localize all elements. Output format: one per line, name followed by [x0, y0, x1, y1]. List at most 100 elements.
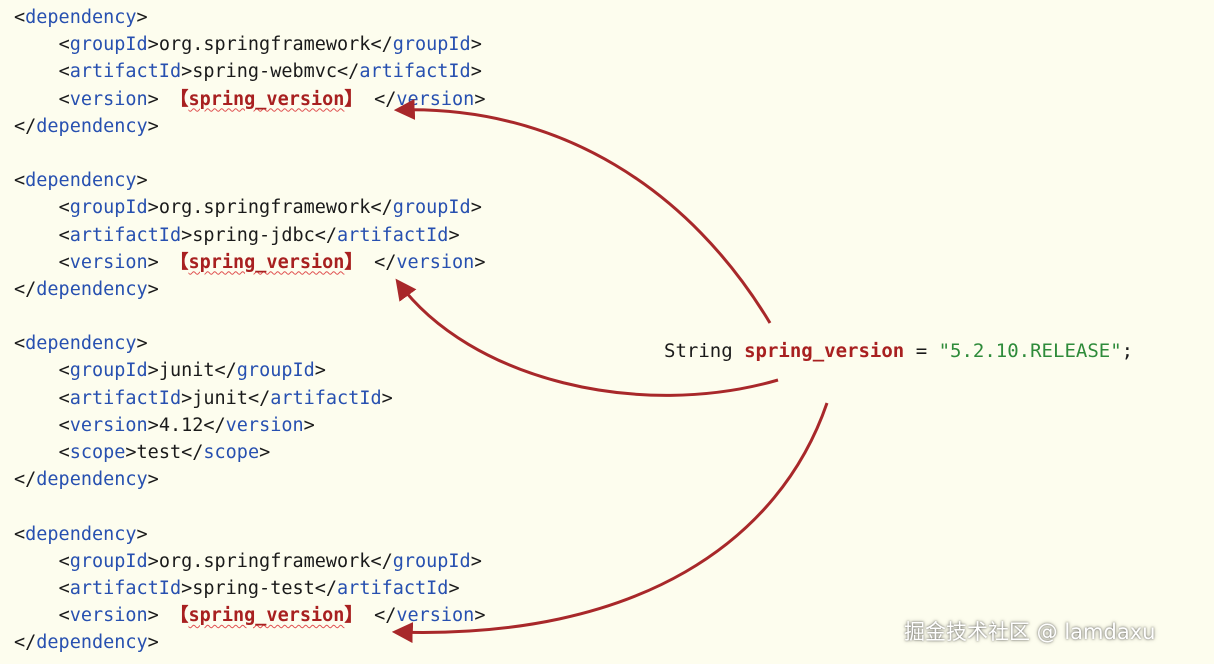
xml-tag: dependency: [25, 333, 137, 355]
code-line: </dependency>: [14, 113, 485, 140]
angle-bracket: >: [448, 577, 460, 599]
angle-bracket: <: [58, 414, 70, 436]
xml-value: 4.12: [158, 414, 204, 436]
angle-bracket: >: [147, 469, 159, 491]
angle-bracket: >: [259, 442, 271, 463]
angle-bracket: </: [247, 387, 271, 409]
code-line: <artifactId>spring-webmvc</artifactId>: [14, 58, 485, 85]
angle-bracket: </: [337, 61, 360, 83]
angle-bracket: >: [448, 224, 460, 246]
angle-bracket: <: [58, 34, 70, 56]
angle-bracket: </: [203, 414, 226, 436]
code-line: <scope>test</scope>: [14, 439, 485, 466]
code-line: <artifactId>spring-test</artifactId>: [14, 575, 485, 602]
angle-bracket: >: [136, 333, 148, 355]
spring-version-declaration: String spring_version = "5.2.10.RELEASE"…: [664, 340, 1133, 362]
version-placeholder: 【spring_version】: [170, 252, 363, 273]
xml-tag: groupId: [69, 34, 148, 56]
xml-tag: groupId: [69, 360, 148, 382]
placeholder-variable: spring_version: [188, 605, 345, 627]
angle-bracket: <: [14, 170, 26, 192]
angle-bracket: >: [147, 34, 159, 56]
angle-bracket: >: [181, 577, 193, 599]
xml-tag: dependency: [25, 170, 137, 192]
angle-bracket: <: [58, 442, 70, 463]
declaration-value: "5.2.10.RELEASE": [938, 340, 1122, 362]
xml-tag: artifactId: [69, 61, 182, 83]
placeholder-left-bracket: 【: [169, 605, 189, 627]
angle-bracket: </: [314, 224, 338, 246]
angle-bracket: >: [470, 61, 482, 83]
code-line: <artifactId>junit</artifactId>: [14, 385, 485, 412]
xml-value: org.springframework: [158, 550, 371, 572]
arrow-to-jdbc-version: [395, 278, 779, 397]
angle-bracket: </: [14, 278, 37, 300]
xml-tag: groupId: [392, 197, 471, 219]
angle-bracket: >: [147, 88, 159, 110]
xml-tag: version: [69, 251, 148, 273]
angle-bracket: <: [58, 197, 70, 219]
angle-bracket: </: [314, 577, 338, 599]
xml-tag: dependency: [25, 7, 137, 28]
code-line: <groupId>junit</groupId>: [14, 357, 485, 384]
angle-bracket: >: [181, 61, 193, 83]
xml-value: spring-test: [192, 577, 315, 599]
xml-tag: groupId: [392, 34, 471, 56]
xml-value: org.springframework: [158, 197, 371, 219]
angle-bracket: </: [374, 605, 397, 627]
xml-value: test: [136, 442, 182, 463]
angle-bracket: <: [58, 387, 70, 409]
xml-tag: groupId: [69, 550, 148, 572]
xml-tag: dependency: [36, 278, 148, 300]
angle-bracket: >: [147, 115, 159, 137]
code-line: <dependency>: [14, 167, 485, 194]
code-line: <version> 【spring_version】 </version>: [14, 86, 486, 113]
angle-bracket: >: [470, 550, 482, 572]
xml-tag: artifactId: [69, 224, 182, 246]
code-line: <artifactId>spring-jdbc</artifactId>: [14, 222, 485, 249]
angle-bracket: </: [374, 88, 397, 110]
version-placeholder: 【spring_version】: [170, 89, 363, 110]
placeholder-left-bracket: 【: [169, 88, 189, 110]
xml-tag: groupId: [69, 197, 148, 219]
xml-tag: artifactId: [270, 387, 382, 409]
angle-bracket: </: [14, 469, 37, 491]
placeholder-variable: spring_version: [188, 88, 345, 110]
angle-bracket: >: [181, 387, 193, 409]
xml-tag: groupId: [236, 360, 315, 382]
angle-bracket: >: [314, 360, 326, 382]
xml-tag: dependency: [36, 469, 148, 491]
placeholder-right-bracket: 】: [344, 605, 363, 627]
angle-bracket: >: [147, 550, 159, 572]
angle-bracket: >: [136, 170, 148, 192]
angle-bracket: </: [214, 360, 237, 382]
angle-bracket: >: [147, 197, 159, 219]
arrow-to-test-version: [391, 402, 829, 644]
xml-value: org.springframework: [158, 34, 371, 56]
code-line: <dependency>: [14, 4, 485, 31]
angle-bracket: >: [147, 632, 159, 654]
angle-bracket: >: [381, 387, 393, 409]
xml-tag: artifactId: [337, 224, 449, 246]
angle-bracket: >: [136, 523, 148, 545]
angle-bracket: <: [14, 523, 26, 545]
angle-bracket: </: [374, 251, 397, 273]
xml-tag: scope: [203, 442, 260, 463]
angle-bracket: <: [58, 605, 70, 627]
xml-value: spring-jdbc: [192, 224, 315, 246]
arrow-to-webmvc-version: [393, 98, 772, 324]
xml-tag: version: [69, 414, 148, 436]
angle-bracket: </: [181, 442, 204, 463]
code-line: <version> 【spring_version】 </version>: [14, 249, 486, 276]
angle-bracket: </: [370, 197, 393, 219]
xml-tag: scope: [69, 442, 126, 463]
code-line: <groupId>org.springframework</groupId>: [14, 31, 485, 58]
angle-bracket: <: [14, 7, 26, 28]
angle-bracket: >: [470, 197, 482, 219]
angle-bracket: <: [58, 550, 70, 572]
angle-bracket: >: [303, 414, 315, 436]
xml-value: junit: [192, 387, 248, 409]
placeholder-left-bracket: 【: [169, 251, 189, 273]
xml-tag: artifactId: [359, 61, 471, 83]
